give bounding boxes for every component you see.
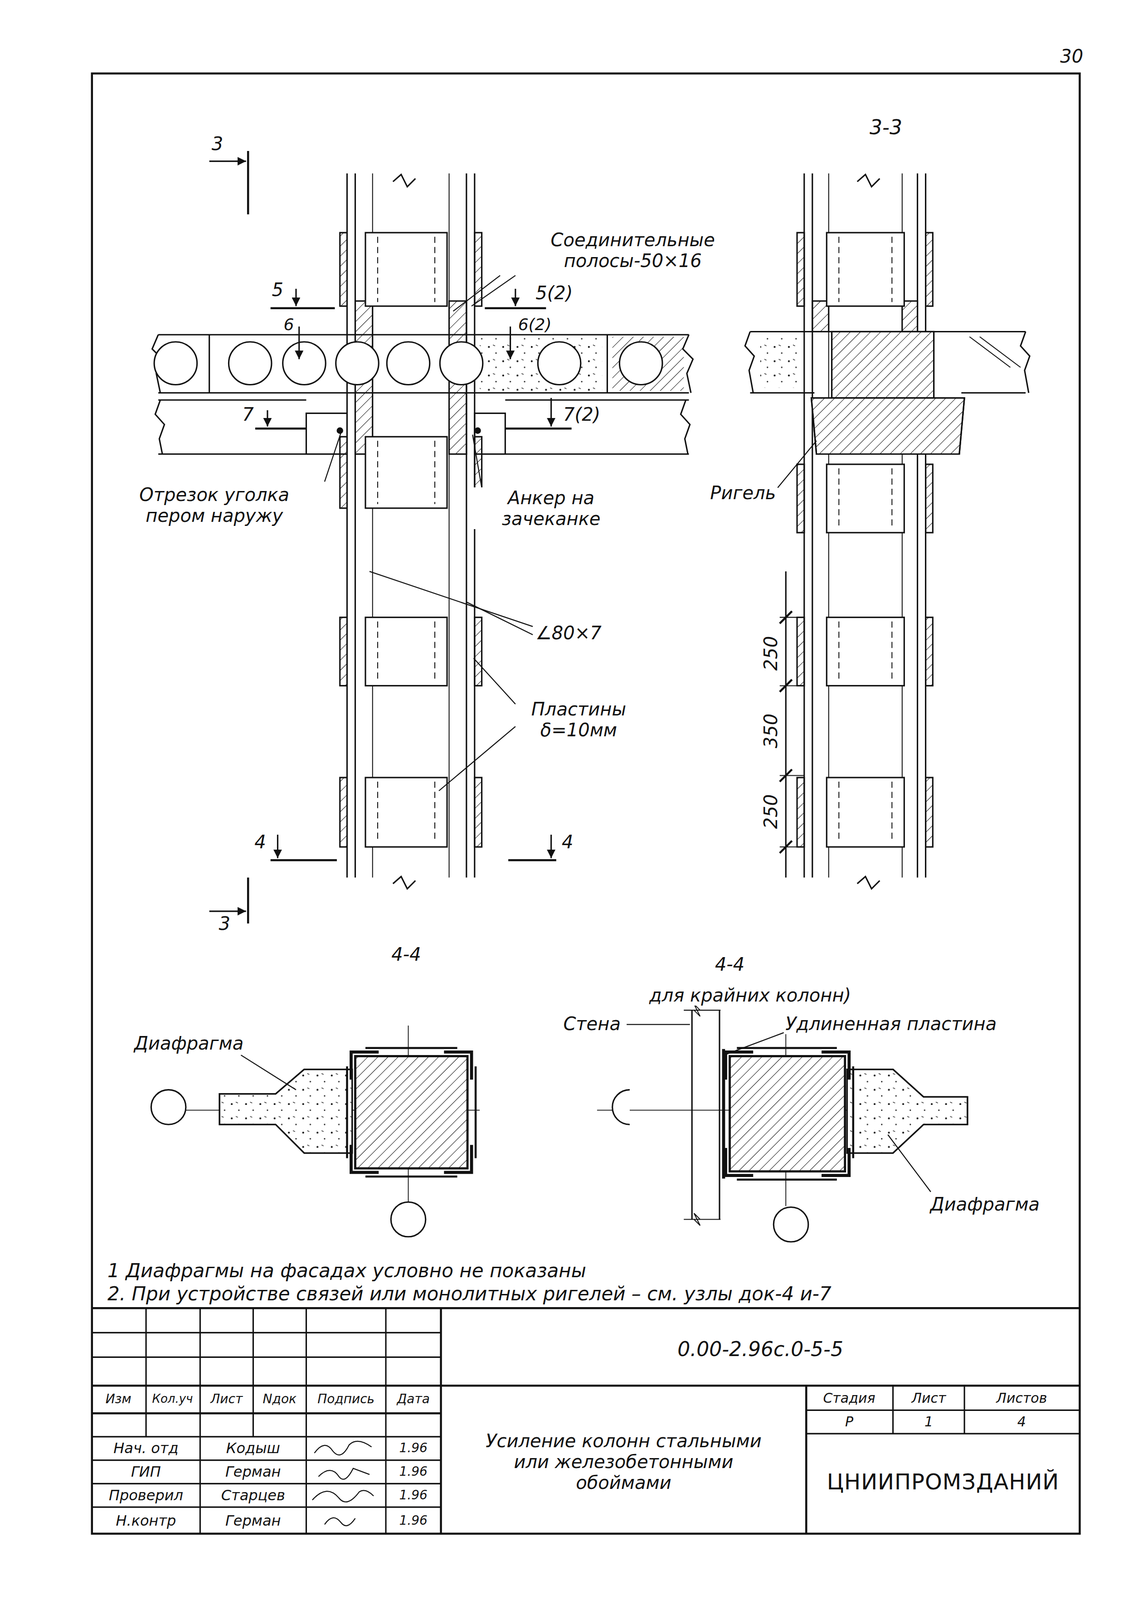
part-label: Диафрагма bbox=[132, 1032, 246, 1054]
section-mark: 5(2) bbox=[534, 282, 574, 304]
section-mark: 6 bbox=[282, 315, 296, 334]
note: 1 Диафрагмы на фасадах условно не показа… bbox=[106, 1259, 588, 1282]
table-cell: 1 bbox=[923, 1414, 935, 1430]
table-cell: Изм bbox=[104, 1391, 133, 1407]
part-label: ∠80×7 bbox=[534, 622, 604, 644]
part-label: Анкер на зачеканке bbox=[473, 487, 630, 530]
part-label: Пластины δ=10мм bbox=[515, 698, 642, 741]
section-mark: 3 bbox=[217, 913, 232, 934]
table-cell: 4 bbox=[1016, 1414, 1028, 1430]
table-cell: Н.контр bbox=[114, 1512, 178, 1530]
table-cell: Нач. отд bbox=[111, 1439, 180, 1457]
table-cell: Герман bbox=[223, 1463, 283, 1481]
part-label: Диафрагма bbox=[928, 1193, 1042, 1215]
organization-name: ЦНИИПРОМЗДАНИЙ bbox=[825, 1469, 1061, 1495]
part-label: Ригель bbox=[708, 482, 778, 504]
dimension: 250 bbox=[760, 792, 782, 830]
section-title: 4-4 bbox=[389, 943, 423, 965]
section-title: 3-3 bbox=[868, 116, 904, 140]
table-cell: Лист bbox=[910, 1390, 948, 1407]
table-cell: Листов bbox=[994, 1390, 1049, 1407]
page-number: 30 bbox=[1058, 45, 1085, 67]
section-mark: 7(2) bbox=[561, 403, 602, 425]
drawing-lines bbox=[92, 73, 1080, 1534]
part-label: Стена bbox=[561, 1013, 623, 1035]
table-cell: Кол.уч bbox=[150, 1392, 195, 1406]
table-cell: 1.96 bbox=[398, 1464, 429, 1479]
dimension: 350 bbox=[760, 712, 782, 750]
table-cell: Кодыш bbox=[224, 1439, 282, 1457]
table-cell: 1.96 bbox=[398, 1440, 429, 1456]
section-mark: 3 bbox=[210, 133, 225, 155]
table-cell: Лист bbox=[209, 1391, 244, 1407]
section-mark: 5 bbox=[270, 279, 285, 301]
section-mark: 7 bbox=[240, 403, 255, 425]
part-label: Соединительные полосы-50×16 bbox=[514, 229, 752, 272]
drawing-title: Усиление колонн стальными или железобето… bbox=[469, 1430, 779, 1494]
table-cell: Подпись bbox=[316, 1391, 376, 1407]
table-cell: Р bbox=[843, 1414, 855, 1430]
table-cell: Проверил bbox=[107, 1486, 185, 1504]
table-cell: 1.96 bbox=[398, 1513, 429, 1528]
dimension: 250 bbox=[760, 634, 782, 672]
table-cell: Nдок bbox=[261, 1391, 298, 1407]
section-subtitle: для крайних колонн) bbox=[647, 984, 853, 1006]
section-title: 4-4 bbox=[713, 953, 746, 975]
section-mark: 4 bbox=[252, 831, 268, 853]
section-mark: 6(2) bbox=[516, 315, 554, 334]
section-mark: 4 bbox=[560, 831, 575, 853]
part-label: Удлиненная пластина bbox=[783, 1013, 998, 1035]
table-cell: Стадия bbox=[821, 1390, 877, 1407]
table-cell: Герман bbox=[223, 1512, 283, 1530]
note: 2. При устройстве связей или монолитных … bbox=[106, 1283, 833, 1305]
table-cell: ГИП bbox=[129, 1463, 163, 1481]
part-label: Отрезок уголка пером наружу bbox=[111, 484, 318, 526]
table-cell: Старцев bbox=[219, 1486, 287, 1504]
document-code: 0.00-2.96с.0-5-5 bbox=[675, 1337, 845, 1362]
table-cell: Дата bbox=[395, 1391, 432, 1407]
table-cell: 1.96 bbox=[398, 1488, 429, 1503]
